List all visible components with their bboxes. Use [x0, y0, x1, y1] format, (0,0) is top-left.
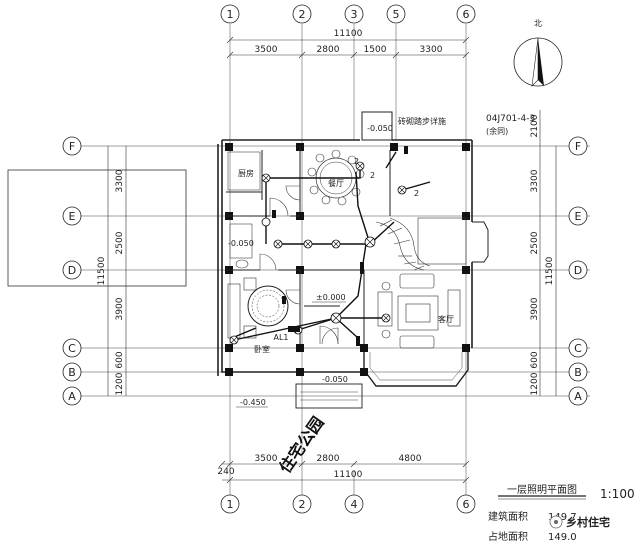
axis-bottom-2: 2 [299, 498, 306, 511]
north-label: 北 [534, 19, 542, 28]
living-bay-window [363, 348, 469, 387]
wall-switches [272, 146, 408, 346]
terrace-outline [7, 169, 187, 287]
distribution-panel [288, 326, 300, 332]
axis-top-1: 1 [227, 8, 234, 21]
left-span-3: 3900 [115, 297, 125, 320]
left-span-5: 3300 [115, 169, 125, 192]
circuit-mark-3: 2 [414, 189, 419, 198]
axis-bottom-4: 4 [351, 498, 358, 511]
right-span-3: 3900 [530, 297, 540, 320]
dining-label: 餐厅 [328, 179, 344, 188]
axis-lines [80, 24, 590, 495]
kitchen-counter [227, 151, 261, 191]
top-axis-bubbles [220, 4, 476, 24]
footprint-area-label: 占地面积 [488, 530, 528, 543]
top-dimension-lines [226, 36, 470, 59]
axis-right-E: E [575, 210, 582, 223]
top-span-2: 2800 [317, 45, 340, 55]
right-span-5: 3300 [530, 169, 540, 192]
bottom-axis-bubbles [220, 494, 476, 514]
left-total-dim: 11500 [97, 256, 107, 285]
outside-elev: -0.450 [240, 398, 266, 407]
axis-left-E: E [69, 210, 76, 223]
bottom-dimension-lines [218, 460, 470, 484]
circuit-mark-2: 2 [370, 171, 375, 180]
top-span-3: 1500 [364, 45, 387, 55]
living-label: 客厅 [438, 314, 454, 324]
footprint-area-value: 149.0 [548, 532, 577, 543]
site-badge [549, 515, 563, 529]
left-span-2: 600 [115, 351, 125, 368]
axis-left-D: D [68, 264, 76, 277]
axis-right-C: C [574, 342, 582, 355]
dining-table [307, 149, 365, 206]
exterior-walls [217, 139, 473, 376]
bath-elev: -0.050 [228, 239, 254, 248]
bottom-span-3: 4800 [399, 454, 422, 464]
left-dimension-lines [107, 146, 127, 396]
entry-elev: -0.050 [322, 375, 348, 384]
door-swings [259, 185, 339, 345]
right-dimension-lines [539, 110, 557, 396]
right-span-1: 1200 [530, 372, 540, 395]
bathtub [229, 223, 253, 259]
left-span-4: 2500 [115, 231, 125, 254]
living-sofa-set [377, 273, 461, 349]
bottom-offset-dim: 240 [217, 467, 234, 477]
lighting-circuits [231, 151, 431, 341]
top-total-dim: 11100 [334, 29, 363, 39]
right-bay-window [472, 221, 489, 263]
right-span-top: 2100 [530, 114, 540, 137]
drawing-scale: 1:100 [600, 487, 635, 501]
site-badge-text: 乡村住宅 [566, 515, 610, 529]
axis-left-B: B [68, 366, 76, 379]
axis-right-D: D [574, 264, 582, 277]
bedroom-label: 卧室 [254, 344, 270, 354]
bottom-span-2: 2800 [317, 454, 340, 464]
top-step-elev: -0.050 [367, 124, 393, 133]
left-axis-bubbles [62, 136, 82, 406]
panel-label: AL1 [273, 333, 288, 342]
bottom-span-1: 3500 [255, 454, 278, 464]
axis-top-5: 5 [393, 8, 400, 21]
drawing-title: 一层照明平面图 [507, 484, 577, 496]
top-span-4: 3300 [420, 45, 443, 55]
axis-right-F: F [575, 140, 581, 153]
bedroom-furniture [227, 277, 289, 339]
ref-code: 04J701-4-3 [486, 114, 535, 124]
floor-elev: ±0.000 [316, 293, 346, 302]
top-span-1: 3500 [255, 45, 278, 55]
axis-left-A: A [68, 390, 76, 403]
axis-top-3: 3 [351, 8, 358, 21]
north-arrow [513, 37, 563, 87]
axis-left-F: F [69, 140, 75, 153]
right-span-2: 600 [530, 351, 540, 368]
building-area-label: 建筑面积 [488, 510, 528, 523]
left-span-1: 1200 [115, 372, 125, 395]
axis-right-B: B [574, 366, 582, 379]
stair-note: 砖砌踏步详施 [398, 116, 446, 126]
axis-top-6: 6 [463, 8, 470, 21]
title-block [498, 495, 586, 500]
watermark-text: 住宅公园 [275, 413, 327, 476]
axis-right-A: A [574, 390, 582, 403]
right-total-dim: 11500 [545, 256, 555, 285]
kitchen-label: 厨房 [238, 168, 254, 178]
staircase [375, 217, 467, 271]
axis-top-2: 2 [299, 8, 306, 21]
right-span-4: 2500 [530, 231, 540, 254]
axis-left-C: C [68, 342, 76, 355]
circuit-mark-1: 2 [354, 157, 359, 166]
building-area-value: 149.7 [548, 512, 577, 523]
top-step-bump [361, 111, 393, 141]
axis-bottom-6: 6 [463, 498, 470, 511]
right-axis-bubbles [568, 136, 588, 406]
axis-bottom-1: 1 [227, 498, 234, 511]
bottom-total-dim: 11100 [334, 470, 363, 480]
toilet [235, 259, 249, 269]
ref-sub: (余同) [486, 126, 508, 136]
